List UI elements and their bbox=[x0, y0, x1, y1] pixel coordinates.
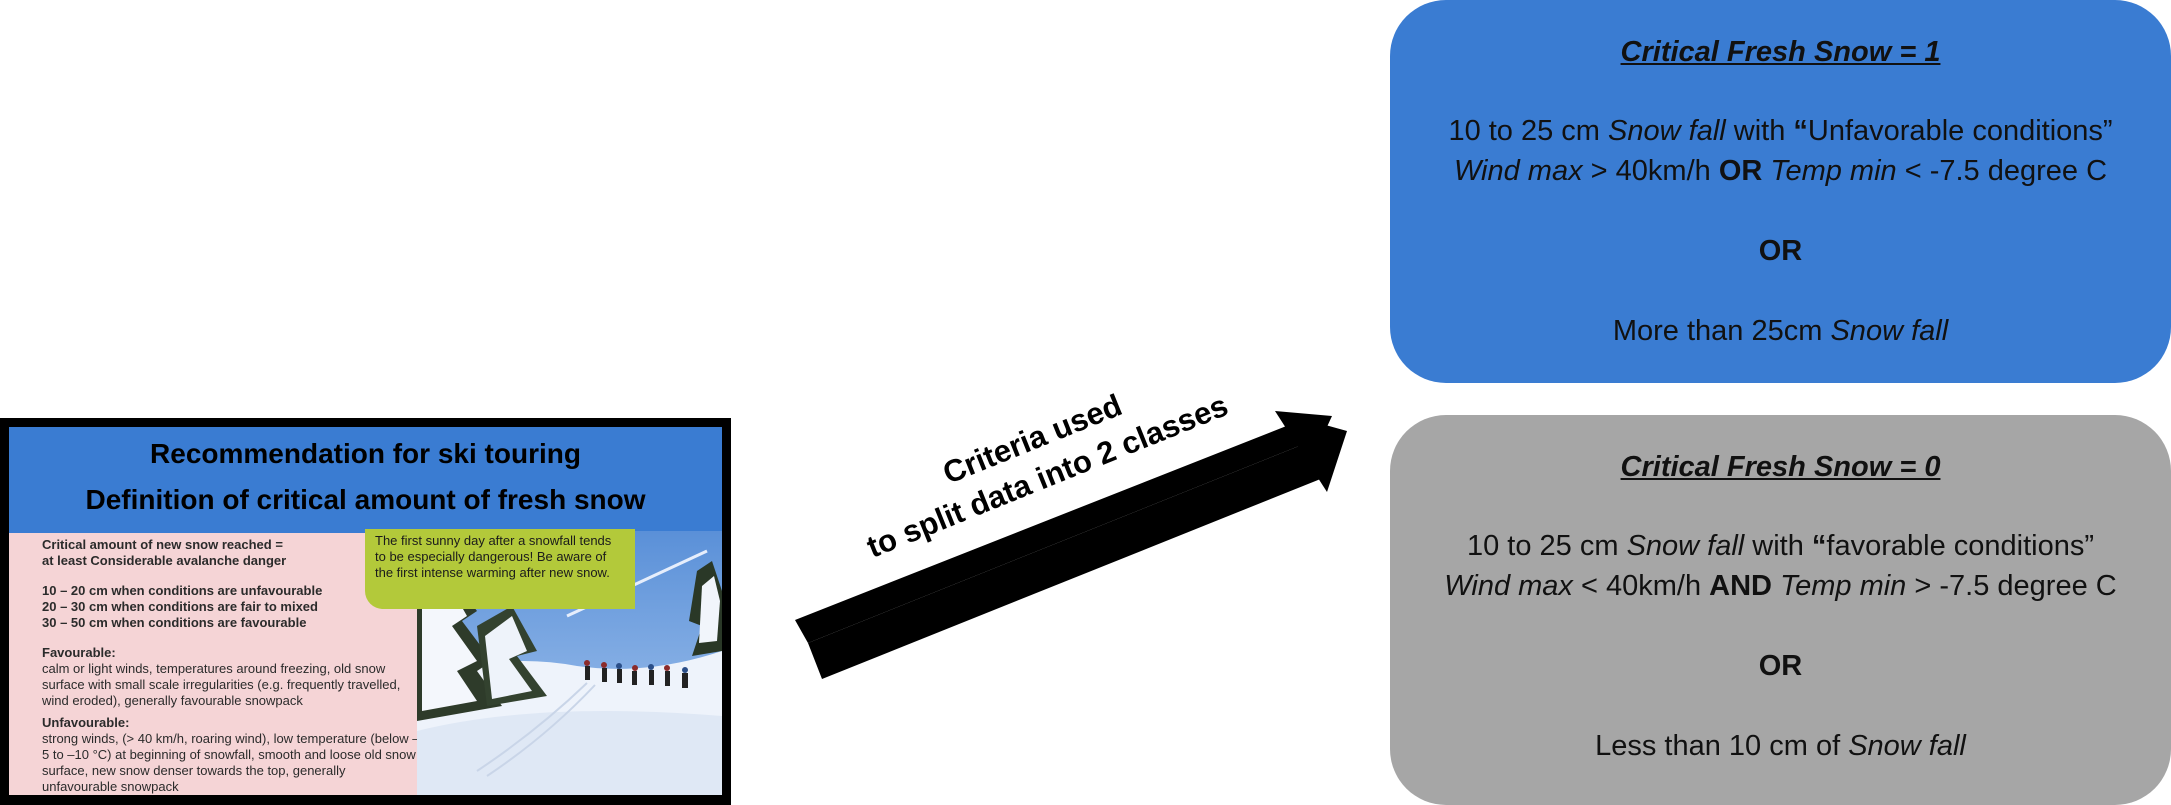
class-1-open-quote: “ bbox=[1793, 115, 1808, 147]
unfavourable-heading: Unfavourable: bbox=[42, 715, 130, 730]
recommendation-subtitle: Definition of critical amount of fresh s… bbox=[85, 484, 646, 515]
class-0-conditions: favorable conditions” bbox=[1826, 530, 2095, 562]
class-1-wind-label: Wind max bbox=[1453, 155, 1583, 187]
amount-item: 10 – 20 cm when conditions are unfavoura… bbox=[42, 583, 323, 598]
class-1-criteria-line: Wind max > 40km/h OR Temp min < -7.5 deg… bbox=[1390, 155, 2171, 188]
class-0-snowfall: Snow fall bbox=[1626, 530, 1745, 562]
class-0-criteria-line: Wind max < 40km/h AND Temp min > -7.5 de… bbox=[1390, 570, 2171, 603]
class-0-title: Critical Fresh Snow = 0 bbox=[1620, 451, 1941, 483]
class-1-alt-line: More than 25cm Snow fall bbox=[1390, 315, 2171, 348]
class-0-condition-line: 10 to 25 cm Snow fall with “favorable co… bbox=[1390, 530, 2171, 563]
class-1-operator: OR bbox=[1718, 155, 1763, 187]
class-0-open-quote: “ bbox=[1811, 530, 1827, 562]
class-1-or: OR bbox=[1758, 235, 1803, 267]
class-1-amount: 10 to 25 cm bbox=[1448, 115, 1609, 147]
unfavourable-text: strong winds, (> 40 km/h, roaring wind),… bbox=[42, 731, 420, 794]
class-0-operator: AND bbox=[1709, 570, 1772, 602]
split-arrow bbox=[795, 398, 1355, 698]
tip-text: The first sunny day after a snowfall ten… bbox=[375, 533, 612, 580]
recommendation-panel: Recommendation for ski touring Definitio… bbox=[0, 418, 731, 805]
recommendation-title: Recommendation for ski touring bbox=[150, 438, 581, 469]
arrow-right-icon bbox=[795, 411, 1347, 679]
class-1-temp-label: Temp min bbox=[1770, 155, 1897, 187]
favourable-text: calm or light winds, temperatures around… bbox=[42, 661, 401, 708]
class-0-wind-value: < 40km/h bbox=[1572, 570, 1710, 602]
critical-block: Critical amount of new snow reached = at… bbox=[42, 537, 422, 569]
recommendation-header: Recommendation for ski touring Definitio… bbox=[9, 427, 722, 533]
class-0-alt-snowfall: Snow fall bbox=[1848, 730, 1966, 762]
class-0-with: with bbox=[1744, 530, 1812, 562]
favourable-block: Favourable: calm or light winds, tempera… bbox=[42, 645, 422, 709]
class-1-with: with bbox=[1725, 115, 1794, 147]
class-1-temp-value: < -7.5 degree C bbox=[1896, 155, 2108, 187]
class-0-space bbox=[1772, 570, 1780, 602]
amount-item: 20 – 30 cm when conditions are fair to m… bbox=[42, 599, 318, 614]
recommendation-body: Critical amount of new snow reached = at… bbox=[42, 537, 422, 795]
class-1-alt-snowfall: Snow fall bbox=[1830, 315, 1949, 347]
class-0-alt-line: Less than 10 cm of Snow fall bbox=[1390, 730, 2171, 763]
amounts-list: 10 – 20 cm when conditions are unfavoura… bbox=[42, 583, 422, 631]
unfavourable-block: Unfavourable: strong winds, (> 40 km/h, … bbox=[42, 715, 422, 795]
favourable-heading: Favourable: bbox=[42, 645, 116, 660]
amount-item: 30 – 50 cm when conditions are favourabl… bbox=[42, 615, 307, 630]
class-1-wind-value: > 40km/h bbox=[1582, 155, 1719, 187]
critical-reached-text: Critical amount of new snow reached = bbox=[42, 537, 283, 552]
class-1-snowfall: Snow fall bbox=[1608, 115, 1726, 147]
recommendation-card: Recommendation for ski touring Definitio… bbox=[9, 427, 722, 795]
warning-tip: The first sunny day after a snowfall ten… bbox=[365, 529, 635, 609]
class-1-alt-amount: More than 25cm bbox=[1612, 315, 1831, 347]
class-0-wind-label: Wind max bbox=[1444, 570, 1573, 602]
class-1-condition-line: 10 to 25 cm Snow fall with “Unfavorable … bbox=[1390, 115, 2171, 148]
class-0-alt-amount: Less than 10 cm of bbox=[1595, 730, 1849, 762]
class-1-conditions: Unfavorable conditions” bbox=[1807, 115, 2113, 147]
class-0-temp-value: > -7.5 degree C bbox=[1906, 570, 2117, 602]
danger-level-text: at least Considerable avalanche danger bbox=[42, 553, 287, 568]
class-0-box: Critical Fresh Snow = 0 10 to 25 cm Snow… bbox=[1390, 415, 2171, 805]
class-0-or: OR bbox=[1758, 650, 1803, 682]
class-0-amount: 10 to 25 cm bbox=[1466, 530, 1627, 562]
class-1-box: Critical Fresh Snow = 1 10 to 25 cm Snow… bbox=[1390, 0, 2171, 383]
class-1-title: Critical Fresh Snow = 1 bbox=[1620, 36, 1941, 68]
class-0-temp-label: Temp min bbox=[1780, 570, 1907, 602]
